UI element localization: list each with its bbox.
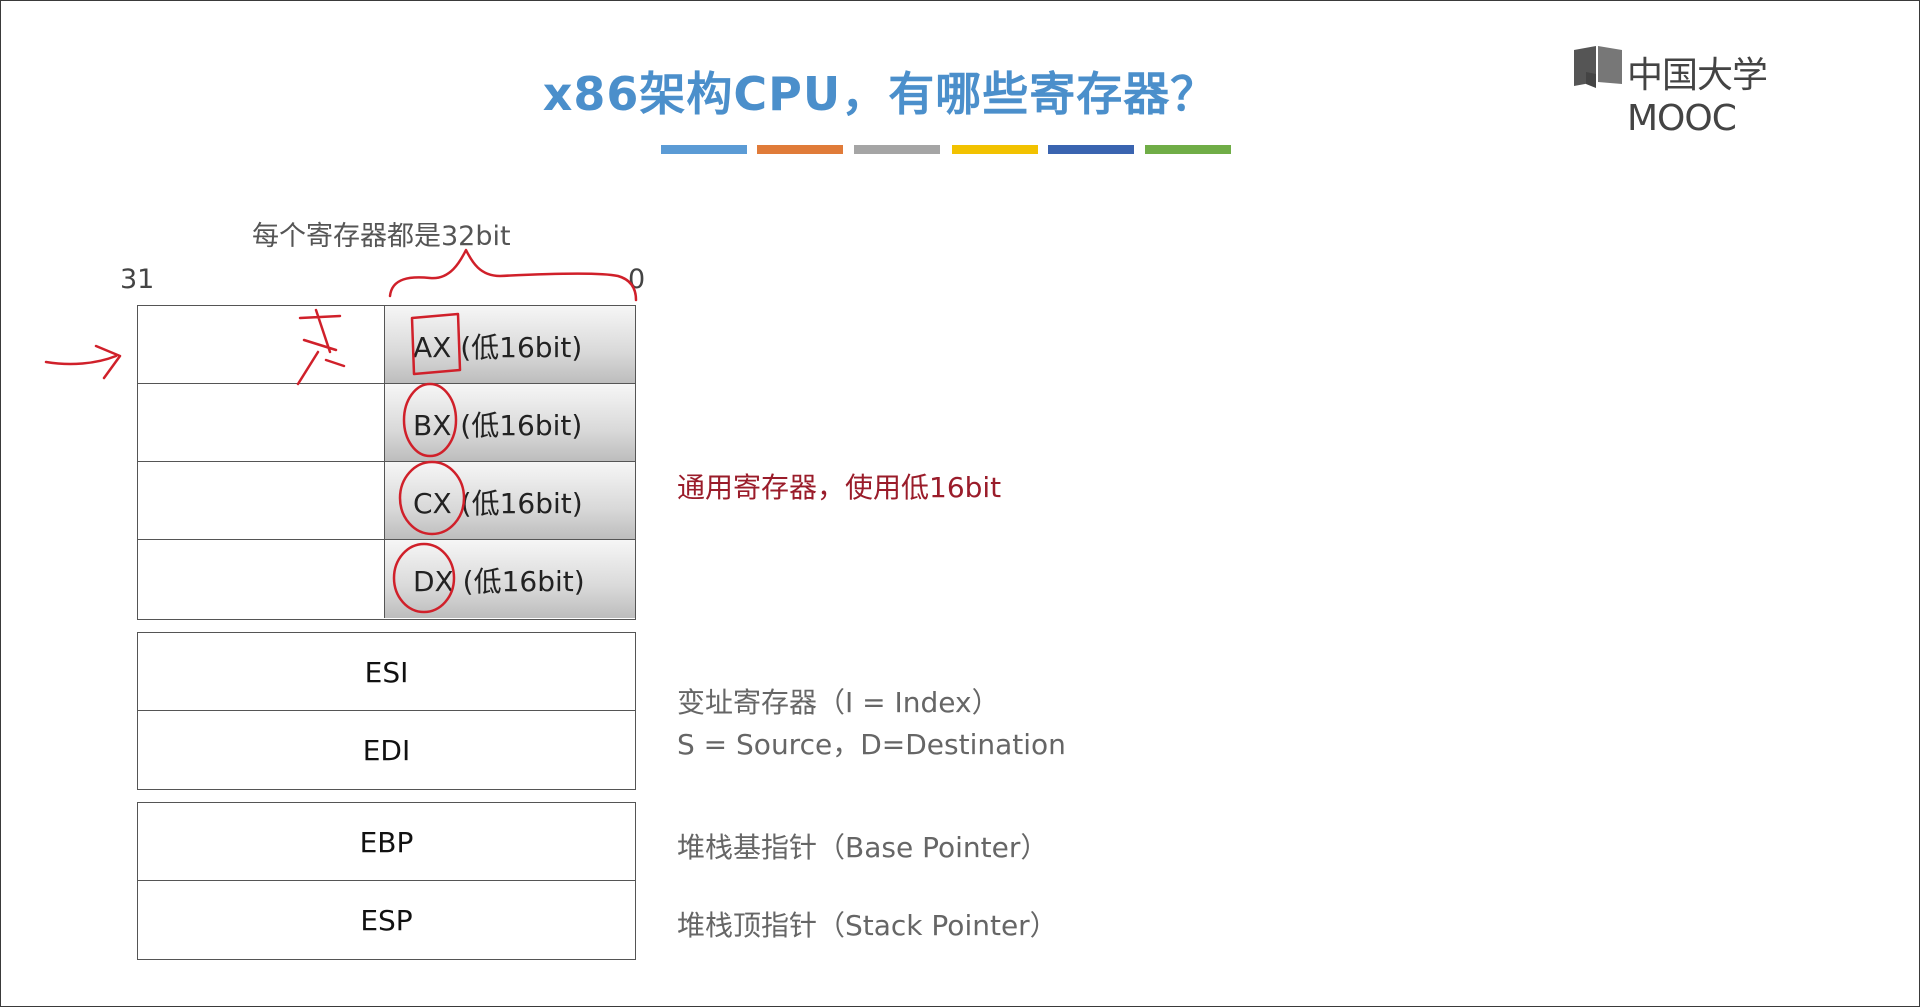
index-register-desc-line1: 变址寄存器（I = Index） [677,686,1000,719]
register-esi: ESI [364,655,409,689]
color-bar-segment [1145,145,1231,154]
general-register-desc: 通用寄存器，使用低16bit [677,471,1002,504]
bit-low-label: 0 [628,264,646,295]
logo-text: 中国大学MOOC [1627,55,1768,139]
index-register-desc-line2: S = Source，D=Destination [677,728,1066,761]
base-pointer-desc: 堆栈基指针（Base Pointer） [677,831,1049,864]
register-high-half [138,384,385,461]
mooc-logo: 中国大学MOOC [1572,44,1862,139]
register-low-half: DX (低16bit) [385,540,635,618]
register-note: (低16bit) [462,565,585,598]
color-bar-segment [1048,145,1134,154]
register-note: (低16bit) [460,331,583,364]
stack-pointer-desc: 堆栈顶指针（Stack Pointer） [677,909,1058,942]
color-bar-segment [757,145,843,154]
register-name: DX [413,565,454,598]
register-edi: EDI [362,733,411,767]
register-ebp: EBP [359,825,414,859]
register-name: BX [413,409,452,442]
register-row-bx: BX (低16bit) [138,384,635,462]
pointer-register-block: EBP ESP [137,802,636,960]
index-register-block: ESI EDI [137,632,636,790]
register-name: CX [413,487,452,520]
book-icon [1574,46,1622,88]
register-low-half: AX (低16bit) [385,306,635,383]
register-low-half: BX (低16bit) [385,384,635,461]
register-note: (低16bit) [460,487,583,520]
register-low-half: CX (低16bit) [385,462,635,539]
register-row-cx: CX (低16bit) [138,462,635,540]
register-row-dx: DX (低16bit) [138,540,635,618]
register-note: (低16bit) [460,409,583,442]
register-esp: ESP [360,903,413,937]
slide-title: x86架构CPU，有哪些寄存器？ [542,67,1218,121]
register-high-half [138,540,385,618]
color-bar-segment [661,145,747,154]
bit-high-label: 31 [120,264,155,295]
register-row-ax: AX (低16bit) [138,306,635,384]
bits-label: 每个寄存器都是32bit [252,221,511,252]
register-high-half [138,462,385,539]
general-register-block: AX (低16bit) BX (低16bit) CX (低16bit) DX [137,305,636,620]
color-bar-segment [854,145,940,154]
register-high-half [138,306,385,383]
register-name: AX [413,331,452,364]
color-bar-segment [952,145,1038,154]
